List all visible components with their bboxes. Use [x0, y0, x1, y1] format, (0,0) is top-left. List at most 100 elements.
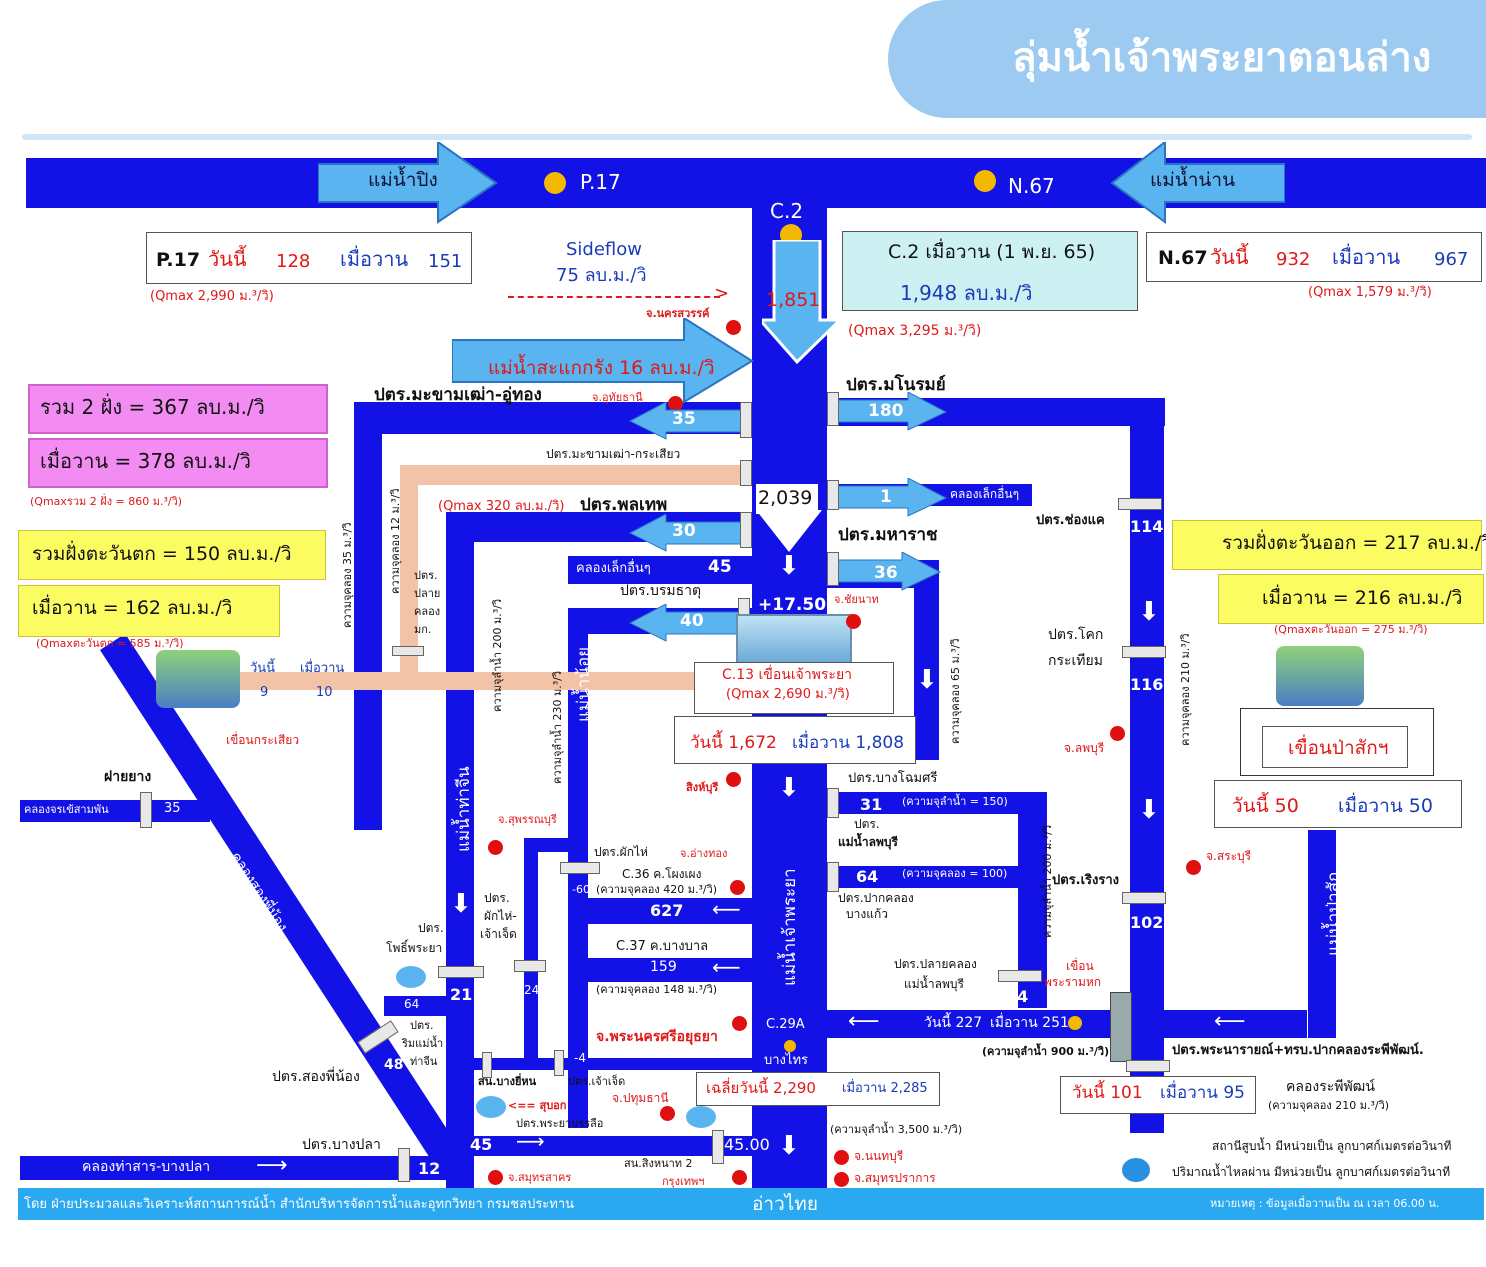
v-4: -4 — [574, 1051, 586, 1065]
sideflow-dash — [508, 296, 720, 298]
jorake-gate[interactable] — [140, 792, 152, 828]
songphinong-diag — [100, 633, 463, 1170]
suk-label: <== สุบอก — [508, 1099, 567, 1112]
west-yest: เมื่อวาน = 162 ลบ.ม./วิ — [32, 597, 233, 619]
c37-val: 159 — [650, 959, 677, 975]
n67-box — [1146, 232, 1482, 282]
chaophraya-label: แม่น้ำเจ้าพระยา — [780, 868, 800, 986]
krasiao-name: เขื่อนกระเสียว — [226, 733, 300, 747]
lek2-gate[interactable] — [827, 480, 839, 510]
singnakhon-gate[interactable] — [712, 1130, 724, 1164]
bangyihon-gate[interactable] — [482, 1052, 492, 1078]
legend-pump: สถานีสูบน้ำ มีหน่วยเป็น ลูกบาศก์เมตรต่อว… — [1212, 1139, 1452, 1153]
c36-label: C.36 ค.โผงเผง — [622, 867, 702, 881]
nonthaburi-dot — [834, 1150, 849, 1165]
sideflow-label: Sideflow — [566, 239, 642, 260]
phophraya-gate[interactable] — [438, 966, 484, 978]
pathum-label: จ.ปทุมธานี — [612, 1091, 669, 1105]
sideflow-arrowhead: > — [714, 283, 730, 304]
nakhonsawan-dot — [726, 320, 741, 335]
bangsai-yest: เมื่อวาน 2,285 — [842, 1081, 928, 1096]
lopburi-gate-label: ปตร. — [854, 817, 880, 831]
chaochet-gate[interactable] — [554, 1050, 564, 1076]
bangpla-gate[interactable] — [398, 1148, 410, 1182]
p17-station-icon — [544, 172, 566, 194]
makham-k-gate[interactable] — [740, 460, 752, 486]
singburi-label: สิงห์บุรี — [686, 781, 719, 794]
phonlathep-gate[interactable] — [740, 512, 752, 548]
krasiao-dam-image — [156, 650, 240, 708]
n67-yest-label: เมื่อวาน — [1332, 245, 1401, 269]
narai-gate[interactable] — [1126, 1060, 1170, 1072]
nonthaburi-label: จ.นนทบุรี — [854, 1149, 904, 1163]
suphan-dot — [488, 840, 503, 855]
phraram-label: เขื่อน — [1066, 959, 1094, 973]
pasak-dam-image — [1276, 646, 1364, 706]
s26-gate-block[interactable] — [1110, 992, 1132, 1062]
chongkhae-gate[interactable] — [1118, 498, 1162, 510]
s26-h — [827, 1010, 1307, 1038]
phakhai-gate[interactable] — [560, 862, 600, 874]
jorake-label: คลองจรเข้สามพัน — [24, 803, 109, 816]
lek1-val: 45 — [708, 557, 732, 577]
c36-neg: -60 — [572, 883, 590, 896]
khok-val: 116 — [1130, 675, 1164, 694]
makham-label: ปตร.มะขามเฒ่า-อู่ทอง — [374, 385, 542, 405]
ayutthaya-dot — [732, 1016, 747, 1031]
rerngrang-gate[interactable] — [1122, 892, 1166, 904]
tachin-label: แม่น้ำท่าจีน — [454, 766, 474, 852]
pakklong-gate[interactable] — [827, 862, 839, 892]
bangkok-label: กรุงเทพฯ — [662, 1175, 705, 1188]
plai-gate[interactable] — [998, 970, 1042, 982]
lopburi-gate[interactable] — [827, 788, 839, 818]
nan-arrow — [1110, 142, 1285, 224]
makham-gate[interactable] — [740, 402, 752, 438]
maharaj-v — [914, 560, 939, 760]
plai-clong-1: ปตร. — [414, 569, 438, 582]
dam-level: +17.50 — [758, 595, 827, 615]
chongkhae-val: 114 — [1130, 517, 1164, 536]
phakhai-top — [524, 838, 574, 852]
plai-label: ปตร.ปลายคลอง — [894, 957, 977, 971]
pakklong-label2: บางแก้ว — [846, 907, 888, 921]
s26-station-icon — [1068, 1016, 1082, 1030]
samutsakhon-dot — [488, 1170, 503, 1185]
legend-flow: ปริมาณน้ำไหลผ่าน มีหน่วยเป็น ลูกบาศก์เมต… — [1172, 1165, 1451, 1179]
maharaj-gate[interactable] — [827, 552, 839, 586]
manorom-gate[interactable] — [827, 392, 839, 426]
cap-230-label: ความจุลำน้ำ 230 ม.³/วิ — [551, 670, 564, 784]
rim-1: ปตร. — [410, 1019, 434, 1032]
narai-yest: เมื่อวาน 95 — [1160, 1083, 1245, 1103]
pump-icon-1 — [476, 1096, 506, 1118]
narai-box — [1060, 1076, 1256, 1114]
manorom-val: 180 — [868, 401, 904, 421]
lek2-val: 1 — [880, 487, 892, 507]
borom-val: 40 — [680, 611, 704, 631]
west-yest-box — [18, 585, 280, 637]
bangkok-dot — [732, 1170, 747, 1185]
v21: 21 — [450, 985, 473, 1004]
phakhai2-3: เจ้าเจ็ด — [480, 927, 517, 941]
yest-both-box — [28, 438, 328, 488]
raphi-label: คลองระพีพัฒน์ — [1286, 1079, 1375, 1095]
manorom-arrow — [836, 392, 948, 431]
p17-yest-label: เมื่อวาน — [340, 247, 409, 271]
footer-left: โดย ฝ่ายประมวลและวิเคราะห์สถานการณ์น้ำ ส… — [24, 1197, 575, 1212]
bangsai-box — [696, 1072, 940, 1106]
khok-label2: กระเทียม — [1048, 653, 1103, 669]
chainat-label: จ.ชัยนาท — [834, 593, 879, 606]
lopburi-cap: (ความจุลำน้ำ = 150) — [902, 795, 1008, 808]
east-qmax: (Qmaxตะวันออก = 275 ม.³/วิ) — [1274, 623, 1428, 636]
pathum-dot — [660, 1106, 675, 1121]
suphan-label: จ.สุพรรณบุรี — [498, 813, 557, 826]
narai-today: วันนี้ 101 — [1072, 1083, 1143, 1103]
plai-clong-gate[interactable] — [392, 646, 424, 656]
down-arrow-6: ⬇ — [916, 665, 938, 695]
khok-gate[interactable] — [1122, 646, 1166, 658]
lopburi-gate-label2: แม่น้ำลพบุรี — [838, 835, 898, 849]
lopburi-dot — [1110, 726, 1125, 741]
phakhai2-2: ผักไห่- — [484, 909, 517, 923]
pakklong-label: ปตร.ปากคลอง — [838, 891, 914, 905]
yest-both: เมื่อวาน = 378 ลบ.ม./วิ — [40, 449, 251, 473]
phakhai2-gate[interactable] — [514, 960, 546, 972]
